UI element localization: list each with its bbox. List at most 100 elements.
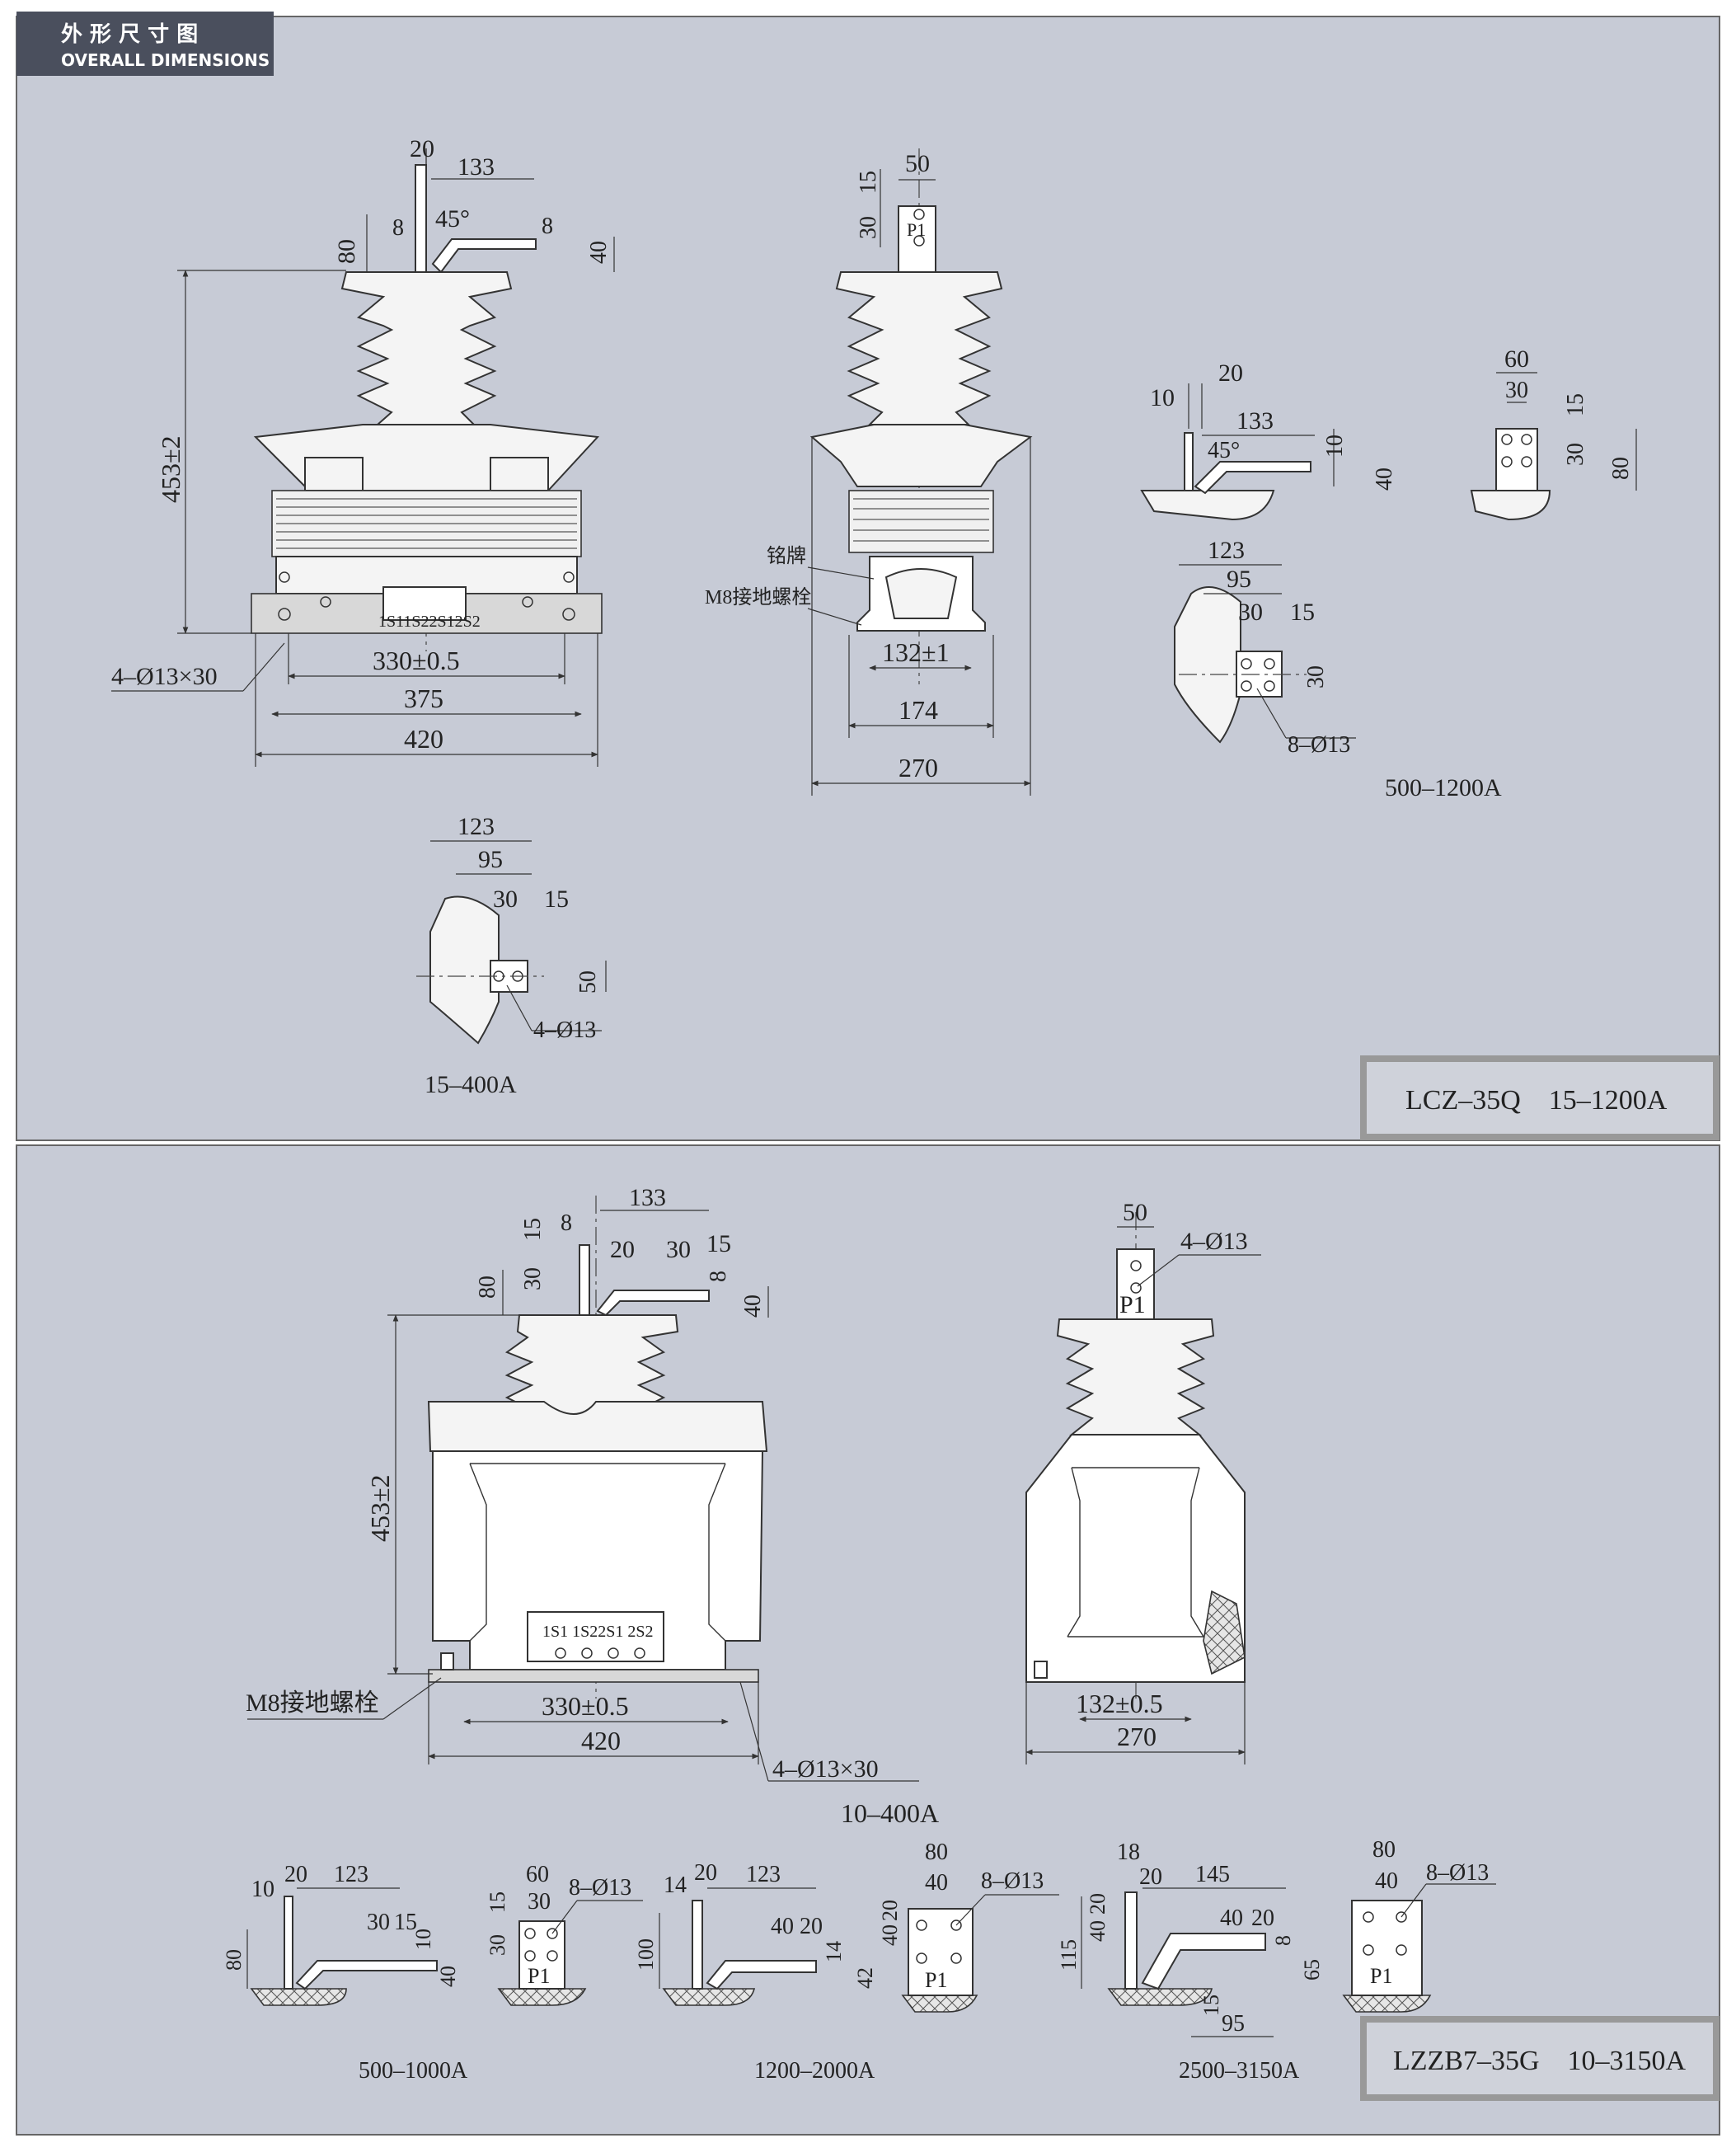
top-d15-c95: 95 xyxy=(478,846,503,873)
bottom-d500-d10: 10 xyxy=(251,1877,274,1902)
top-front-angle: 45° xyxy=(435,205,470,233)
bottom-front-d30b: 30 xyxy=(520,1267,546,1290)
bottom-d2500-d20b: 20 xyxy=(1251,1905,1274,1931)
bottom-d2500-range: 2500–3150A xyxy=(1179,2058,1300,2084)
top-front-d133: 133 xyxy=(457,153,495,181)
top-front-d80: 80 xyxy=(333,239,360,264)
bottom-d2500-p1: P1 xyxy=(1370,1964,1392,1988)
bottom-d1200-p20: 20 xyxy=(878,1900,902,1921)
top-side-w132: 132±1 xyxy=(882,637,950,667)
bottom-front-d133: 133 xyxy=(629,1184,666,1211)
bottom-front-height: 453±2 xyxy=(365,1474,395,1542)
top-d500-p80: 80 xyxy=(1608,457,1634,480)
bottom-front-terminals: 1S1 1S22S1 2S2 xyxy=(542,1623,654,1641)
bottom-d2500-d65: 65 xyxy=(1300,1959,1324,1981)
bottom-d2500-d95: 95 xyxy=(1222,2011,1245,2037)
top-front-d40: 40 xyxy=(586,241,612,264)
bottom-front-w420: 420 xyxy=(581,1726,621,1755)
top-front-holes: 4–Ø13×30 xyxy=(111,663,218,690)
top-d500-angle: 45° xyxy=(1208,438,1240,463)
top-front-terminals: 1S11S22S12S2 xyxy=(378,613,481,631)
bottom-d2500-d40v: 40 xyxy=(1086,1920,1110,1942)
bottom-d500-p60: 60 xyxy=(526,1862,549,1887)
header-badge xyxy=(16,12,274,76)
top-front-w330: 330±0.5 xyxy=(373,646,460,675)
top-side-w270: 270 xyxy=(898,753,938,782)
bottom-front-ground-bolt: M8接地螺栓 xyxy=(246,1689,379,1717)
bottom-front-d15a: 15 xyxy=(520,1218,546,1241)
bottom-d2500-d8: 8 xyxy=(1271,1935,1295,1946)
top-front-d20: 20 xyxy=(410,135,434,162)
header-title-en: OVERALL DIMENSIONS xyxy=(61,50,270,70)
bottom-front-d30a: 30 xyxy=(666,1236,691,1263)
bottom-d2500-d15: 15 xyxy=(1199,1995,1223,2016)
top-side-ground-bolt: M8接地螺栓 xyxy=(705,586,811,609)
bottom-front-view: 1S1 1S22S1 2S2 133 8 15 20 30 15 30 8 80… xyxy=(246,1184,939,1828)
bottom-d500-d80: 80 xyxy=(222,1949,246,1971)
bottom-detail-500-1000: 10 20 123 30 15 10 80 40 P1 60 30 15 30 … xyxy=(222,1862,643,2084)
top-front-view: 1S11S22S12S2 20 133 8 45° 8 80 40 453±2 … xyxy=(111,135,615,767)
bottom-front-holes: 4–Ø13×30 xyxy=(772,1755,879,1783)
bottom-front-d20: 20 xyxy=(610,1236,635,1263)
top-front-w375: 375 xyxy=(404,684,443,713)
bottom-d1200-d42: 42 xyxy=(853,1967,877,1989)
bottom-detail-2500-3150: 18 20 145 40 20 40 20 115 8 65 15 95 P1 … xyxy=(1057,1837,1496,2084)
bottom-d1200-d14: 14 xyxy=(664,1873,687,1898)
top-side-d30: 30 xyxy=(856,216,881,239)
top-d500-p30b: 30 xyxy=(1563,443,1588,466)
bottom-d1200-d40: 40 xyxy=(771,1914,794,1939)
top-d500-p30a: 30 xyxy=(1505,378,1528,403)
bottom-d500-holes: 8–Ø13 xyxy=(569,1875,631,1901)
bottom-detail-1200-2000: 14 20 123 40 20 14 100 42 P1 80 40 40 20… xyxy=(634,1840,1059,2084)
bottom-d500-range: 500–1000A xyxy=(359,2058,468,2084)
top-d500-c30a: 30 xyxy=(1238,599,1263,626)
bottom-front-d8: 8 xyxy=(561,1210,572,1236)
bottom-d500-d15a: 15 xyxy=(394,1910,417,1935)
bottom-d500-d10b: 10 xyxy=(411,1929,435,1950)
bottom-panel xyxy=(16,1144,1720,2136)
bottom-d1200-p40b: 40 xyxy=(878,1924,902,1946)
top-side-nameplate: 铭牌 xyxy=(767,545,806,567)
bottom-front-range: 10–400A xyxy=(841,1798,939,1828)
bottom-model-label: LZZB7–35G 10–3150A xyxy=(1393,2046,1687,2076)
top-d500-c30b: 30 xyxy=(1303,665,1329,688)
top-d15-c50: 50 xyxy=(575,970,601,994)
bottom-d2500-d20: 20 xyxy=(1139,1864,1162,1890)
bottom-side-w132: 132±0.5 xyxy=(1076,1689,1163,1718)
bottom-d500-d123: 123 xyxy=(334,1862,368,1887)
top-d500-c123: 123 xyxy=(1208,537,1245,564)
top-side-d50: 50 xyxy=(905,150,930,177)
top-d15-holes: 4–Ø13 xyxy=(533,1017,596,1043)
bottom-d2500-holes: 8–Ø13 xyxy=(1426,1860,1489,1886)
top-detail-15-400: 123 95 30 15 50 4–Ø13 15–400A xyxy=(416,813,607,1098)
bottom-d2500-d40: 40 xyxy=(1220,1905,1243,1931)
top-front-d8b: 8 xyxy=(542,214,553,239)
bottom-side-d50: 50 xyxy=(1123,1199,1147,1226)
bottom-d2500-p80: 80 xyxy=(1372,1837,1396,1863)
top-side-view: P1 铭牌 M8接地螺栓 50 15 30 132±1 174 270 xyxy=(705,148,1033,796)
top-side-w174: 174 xyxy=(898,695,938,725)
header-title-cn: 外 形 尺 寸 图 xyxy=(61,22,198,47)
bottom-d500-d20: 20 xyxy=(284,1862,307,1887)
bottom-d2500-d145: 145 xyxy=(1195,1862,1230,1887)
top-d15-c15: 15 xyxy=(544,886,569,913)
top-d500-d20: 20 xyxy=(1218,359,1243,387)
bottom-d2500-d115: 115 xyxy=(1057,1939,1081,1971)
top-front-w420: 420 xyxy=(404,724,443,754)
bottom-front-d8b: 8 xyxy=(706,1271,731,1282)
top-front-height: 453±2 xyxy=(156,435,185,503)
bottom-d500-d40: 40 xyxy=(436,1966,460,1987)
top-d500-c95: 95 xyxy=(1227,566,1251,593)
bottom-d1200-d20: 20 xyxy=(694,1860,717,1886)
bottom-side-w270: 270 xyxy=(1117,1722,1157,1751)
top-front-d8a: 8 xyxy=(392,215,404,241)
bottom-d1200-d20b: 20 xyxy=(800,1914,823,1939)
top-d500-range: 500–1200A xyxy=(1385,774,1502,801)
bottom-front-w330: 330±0.5 xyxy=(542,1691,629,1721)
top-d500-d10b: 10 xyxy=(1322,435,1348,458)
bottom-d1200-holes: 8–Ø13 xyxy=(981,1868,1044,1894)
bottom-d500-p15: 15 xyxy=(486,1891,509,1913)
bottom-d2500-p40: 40 xyxy=(1375,1868,1398,1894)
bottom-front-d80: 80 xyxy=(475,1276,500,1299)
bottom-d1200-d14b: 14 xyxy=(822,1941,846,1962)
